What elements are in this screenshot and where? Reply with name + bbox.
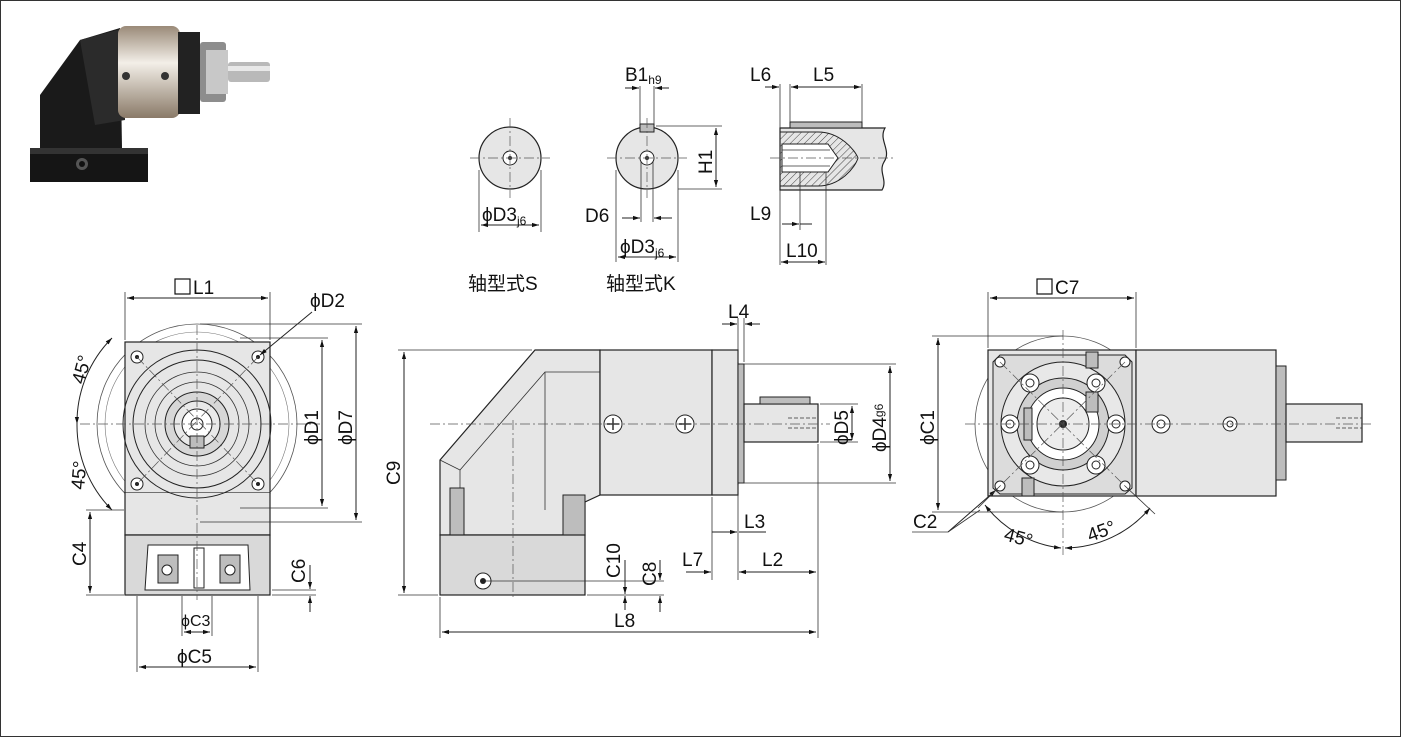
- dim-c8: C8: [640, 562, 661, 586]
- dim-c5: ϕC5: [177, 647, 212, 668]
- dim-l4: L4: [728, 302, 750, 323]
- dim-l9: L9: [750, 204, 771, 225]
- svg-text:ϕD3j6: ϕD3j6: [482, 205, 527, 228]
- dim-d4: ϕD4: [870, 417, 891, 452]
- front-view: L1 ϕD2 ϕD1 ϕD7 45° 45° C4 C6 ϕC3: [68, 278, 362, 672]
- dim-l5: L5: [813, 65, 834, 86]
- dim-c9: C9: [384, 461, 405, 485]
- dim-d3-s-tol: j6: [516, 214, 527, 228]
- dim-d3-s: ϕD3: [482, 205, 517, 226]
- dim-c3: ϕC3: [181, 613, 211, 630]
- svg-text:B1h9: B1h9: [625, 65, 662, 87]
- dim-c7: C7: [1055, 278, 1079, 299]
- dim-d2: ϕD2: [310, 291, 345, 312]
- dim-d3-k: ϕD3: [620, 237, 655, 258]
- dim-c10: C10: [604, 543, 625, 578]
- dim-c4: C4: [70, 541, 91, 566]
- svg-text:ϕD4g6: ϕD4g6: [870, 403, 891, 452]
- shaft-type-s-label: 轴型式S: [468, 273, 538, 295]
- dim-l7: L7: [682, 550, 703, 571]
- dim-angle-lower: 45°: [68, 460, 91, 490]
- dim-d7: ϕD7: [336, 410, 357, 445]
- shaft-type-k-view: B1h9 H1 D6 ϕD3j6 轴型式K: [585, 65, 722, 295]
- dim-b1-tol: h9: [648, 73, 662, 87]
- gearbox-product-photo: [30, 26, 270, 182]
- shaft-type-k-label: 轴型式K: [606, 273, 676, 295]
- side-view: C9 L4 ϕD5 ϕD4g6 L3 L7 L2 C10: [384, 302, 896, 638]
- svg-text:ϕD3j6: ϕD3j6: [620, 237, 665, 260]
- dim-angle-left: 45°: [1002, 525, 1035, 553]
- dim-c2: C2: [913, 512, 937, 533]
- dim-l10: L10: [786, 241, 818, 262]
- dim-d1: ϕD1: [302, 410, 323, 445]
- dim-angle-upper: 45°: [69, 353, 97, 386]
- dim-c1: ϕC1: [918, 410, 939, 445]
- input-side-view: C7 ϕC1 C2 45° 45°: [912, 278, 1372, 555]
- dim-h1: H1: [696, 150, 717, 174]
- dim-d4-tol: g6: [872, 403, 886, 417]
- shaft-section-view: L6 L5 L9 L10: [750, 65, 895, 265]
- dim-l6: L6: [750, 65, 771, 86]
- dim-d6: D6: [585, 206, 609, 227]
- dim-l2: L2: [762, 550, 783, 571]
- dim-l8: L8: [614, 611, 635, 632]
- dim-d5: ϕD5: [832, 410, 853, 445]
- dim-angle-right: 45°: [1085, 517, 1119, 547]
- dim-d3-k-tol: j6: [654, 246, 665, 260]
- shaft-type-s-view: ϕD3j6 轴型式S: [468, 118, 550, 295]
- dim-b1: B1: [625, 65, 648, 86]
- dim-c6: C6: [289, 559, 310, 583]
- dim-l1: L1: [193, 278, 214, 299]
- dim-l3: L3: [744, 512, 765, 533]
